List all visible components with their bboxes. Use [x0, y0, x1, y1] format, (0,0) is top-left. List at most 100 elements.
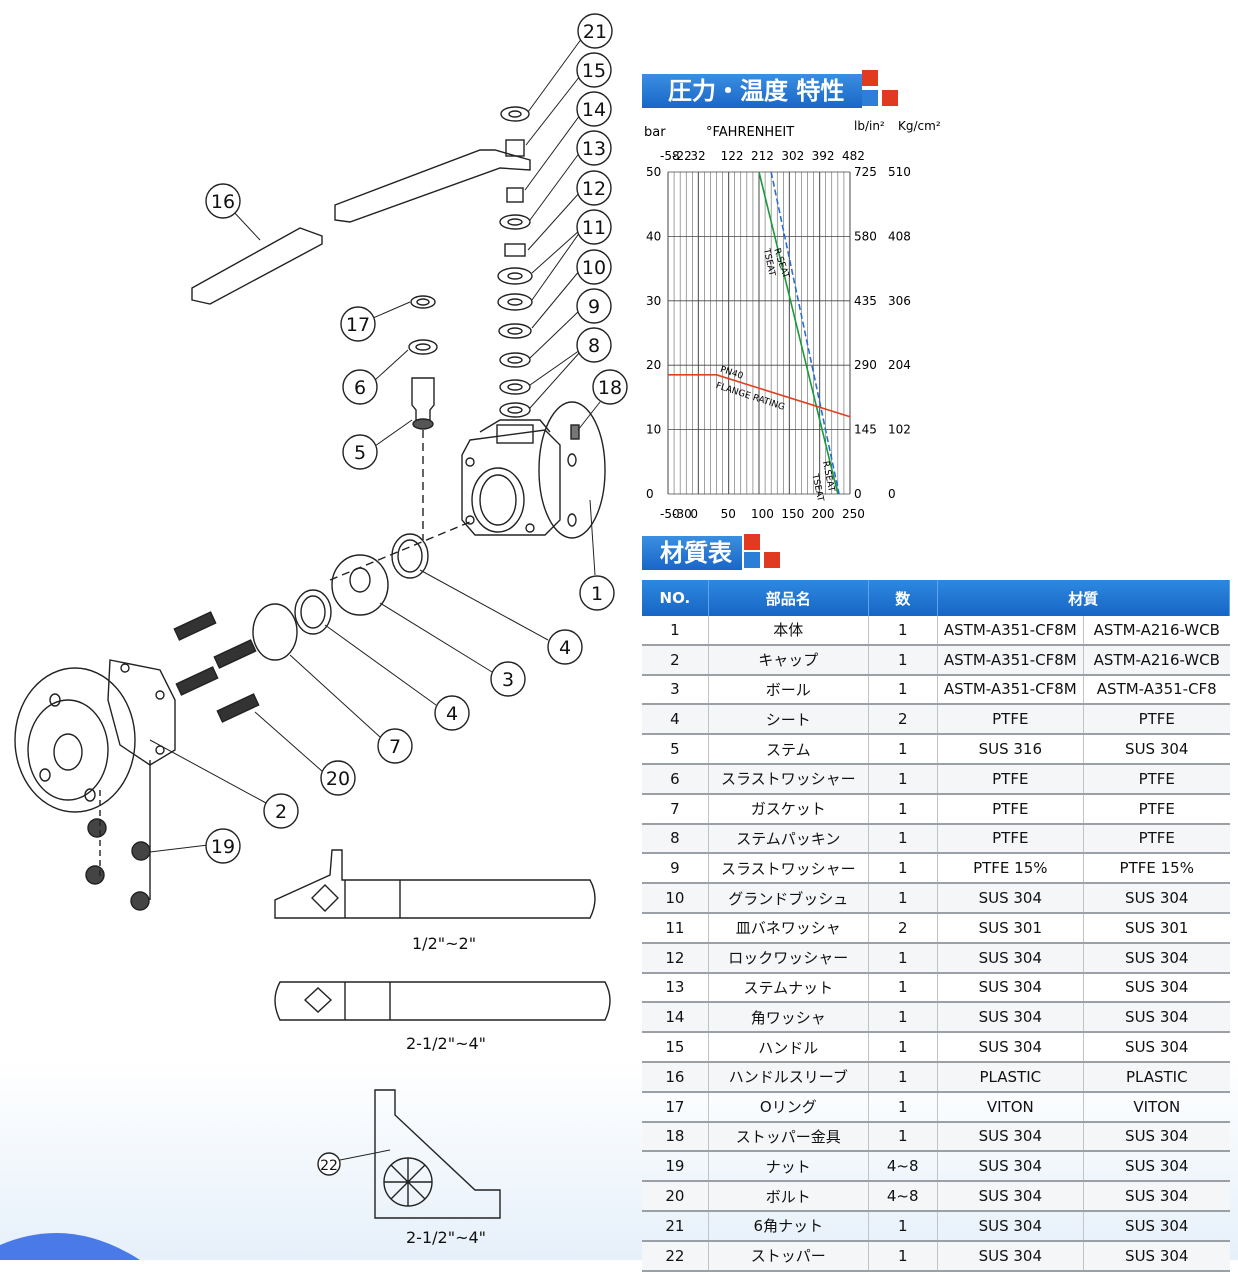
svg-text:8: 8 — [588, 335, 600, 357]
table-cell-m2: SUS 304 — [1083, 1151, 1230, 1183]
table-cell-no: 17 — [642, 1091, 709, 1123]
table-cell-name: シート — [708, 704, 869, 736]
table-cell-m1: ASTM-A351-CF8M — [937, 644, 1085, 676]
svg-text:4: 4 — [446, 703, 458, 725]
title-square-blue-2 — [744, 552, 760, 568]
stopper-shape — [374, 1089, 501, 1219]
callout-22: 22 — [317, 1152, 341, 1176]
table-cell-m2: SUS 301 — [1083, 912, 1230, 944]
title-square-red — [862, 70, 878, 86]
table-cell-m2: SUS 304 — [1083, 1210, 1230, 1242]
stem-stack-drawing — [497, 106, 533, 418]
table-cell-name: スラストワッシャー — [708, 763, 869, 795]
table-cell-name: ロックワッシャー — [708, 942, 869, 974]
svg-text:5: 5 — [354, 442, 366, 464]
callout-1: 1 — [579, 575, 615, 611]
x-tick-bottom: 0 — [690, 507, 698, 521]
title-square-red-4 — [764, 552, 780, 568]
table-cell-name: キャップ — [708, 644, 869, 676]
table-cell-m1: VITON — [937, 1091, 1085, 1123]
table-cell-m2: SUS 304 — [1083, 883, 1230, 914]
title-square-red-3 — [744, 534, 760, 550]
table-cell-qty: 1 — [868, 853, 938, 885]
table-cell-qty: 1 — [868, 1002, 938, 1034]
stem-drawing — [411, 377, 435, 421]
x-tick-top: 392 — [812, 149, 835, 163]
table-cell-qty: 1 — [868, 1091, 938, 1123]
table-cell-qty: 4~8 — [868, 1181, 938, 1212]
callout-14: 14 — [576, 91, 612, 127]
table-cell-qty: 1 — [868, 674, 938, 706]
svg-text:2: 2 — [275, 801, 287, 823]
svg-text:11: 11 — [582, 217, 606, 239]
callout-11: 11 — [576, 209, 612, 245]
x-tick-bottom: -50 — [660, 507, 680, 521]
table-cell-m2: PTFE — [1083, 793, 1230, 825]
table-cell-m1: SUS 304 — [937, 1002, 1085, 1034]
unit-bar: bar — [644, 125, 666, 140]
callout-21: 21 — [577, 13, 613, 49]
table-cell-m2: SUS 304 — [1083, 1121, 1230, 1153]
table-cell-qty: 1 — [868, 972, 938, 1004]
svg-text:18: 18 — [598, 377, 622, 399]
table-cell-no: 20 — [642, 1181, 709, 1212]
exploded-valve-diagram: 21 15 14 13 12 11 10 9 8 18 17 6 5 16 1 … — [0, 13, 628, 1260]
table-cell-name: Oリング — [708, 1091, 869, 1123]
x-tick-top: 212 — [751, 149, 774, 163]
header-qty: 数 — [868, 580, 938, 616]
table-cell-m1: SUS 304 — [937, 972, 1085, 1004]
pressure-section-title: 圧力・温度 特性 — [642, 74, 862, 108]
unit-kg: Kg/cm² — [898, 119, 941, 133]
title-square-red-2 — [882, 90, 898, 106]
callout-6: 6 — [342, 369, 378, 405]
handle-label-1: 1/2"~2" — [412, 934, 477, 953]
table-cell-name: ステムナット — [708, 972, 869, 1004]
table-cell-no: 2 — [642, 644, 709, 676]
table-cell-qty: 1 — [868, 823, 938, 855]
callout-10: 10 — [576, 249, 612, 285]
y-tick-right-psi: 725 — [854, 165, 877, 179]
table-cell-m2: VITON — [1083, 1091, 1230, 1123]
table-cell-m2: PTFE — [1083, 704, 1230, 736]
svg-text:22: 22 — [320, 1158, 338, 1174]
handle-shape-2 — [274, 981, 611, 1021]
table-cell-m2: SUS 304 — [1083, 1240, 1230, 1272]
table-cell-name: ストッパー — [708, 1240, 869, 1272]
table-header-row: NO. 部品名 数 材質 — [642, 580, 1231, 616]
svg-text:17: 17 — [346, 314, 370, 336]
table-cell-no: 7 — [642, 793, 709, 825]
table-cell-no: 6 — [642, 763, 709, 795]
table-cell-m1: SUS 316 — [937, 734, 1085, 765]
table-cell-m1: ASTM-A351-CF8M — [937, 616, 1085, 646]
callout-18: 18 — [592, 369, 628, 405]
header-material: 材質 — [937, 580, 1231, 616]
table-cell-m2: PTFE 15% — [1083, 853, 1230, 885]
material-section-title: 材質表 — [642, 536, 742, 570]
table-cell-qty: 1 — [868, 883, 938, 914]
svg-text:13: 13 — [582, 138, 606, 160]
table-cell-name: グランドブッシュ — [708, 883, 869, 914]
table-cell-m2: SUS 304 — [1083, 1032, 1230, 1063]
table-cell-no: 14 — [642, 1002, 709, 1034]
callout-19: 19 — [205, 828, 241, 864]
chart-annotation: TSEAT — [809, 472, 825, 503]
table-cell-m1: SUS 304 — [937, 942, 1085, 974]
callout-2: 2 — [263, 793, 299, 829]
table-cell-m1: SUS 301 — [937, 912, 1085, 944]
table-cell-m1: SUS 304 — [937, 1151, 1085, 1183]
callout-9: 9 — [576, 288, 612, 324]
table-cell-m1: SUS 304 — [937, 1032, 1085, 1063]
callout-13: 13 — [576, 130, 612, 166]
table-cell-qty: 2 — [868, 704, 938, 736]
table-cell-m2: ASTM-A216-WCB — [1083, 644, 1230, 676]
table-cell-qty: 1 — [868, 616, 938, 646]
